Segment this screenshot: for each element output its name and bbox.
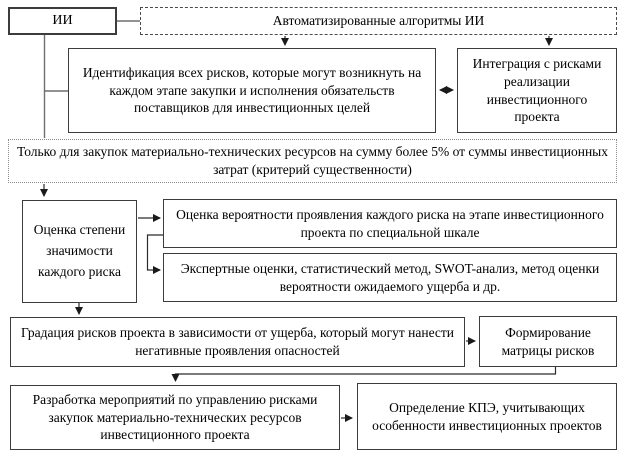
- node-measures: Разработка мероприятий по управлению рис…: [10, 385, 340, 450]
- node-kpi-label: Определение КПЭ, учитывающих особенности…: [372, 399, 602, 433]
- node-materiality: Только для закупок материально-техническ…: [8, 139, 617, 183]
- node-matrix-label: Формирование матрицы рисков: [501, 324, 595, 358]
- node-measures-label: Разработка мероприятий по управлению рис…: [32, 392, 318, 443]
- arrow-probability-to-methods: [146, 234, 163, 274]
- node-materiality-label: Только для закупок материально-техническ…: [16, 144, 608, 177]
- node-methods: Экспертные оценки, статистический метод,…: [163, 253, 617, 302]
- node-significance: Оценка степени значимости каждого риска: [22, 200, 137, 303]
- node-auto-algorithms: Автоматизированные алгоритмы ИИ: [140, 7, 617, 35]
- node-significance-label: Оценка степени значимости каждого риска: [33, 222, 126, 279]
- node-auto-algorithms-label: Автоматизированные алгоритмы ИИ: [272, 13, 485, 29]
- node-ai: ИИ: [8, 7, 117, 35]
- node-methods-label: Экспертные оценки, статистический метод,…: [180, 260, 600, 294]
- node-matrix: Формирование матрицы рисков: [479, 316, 617, 367]
- node-gradation-label: Градация рисков проекта в зависимости от…: [20, 325, 455, 358]
- node-kpi: Определение КПЭ, учитывающих особенности…: [357, 383, 617, 450]
- node-integration-label: Интеграция с рисками реализации инвестиц…: [472, 56, 602, 125]
- node-identification-label: Идентификация всех рисков, которые могут…: [82, 65, 422, 116]
- node-probability-label: Оценка вероятности проявления каждого ри…: [176, 206, 604, 240]
- arrow-matrix-to-measures: [171, 367, 557, 382]
- node-ai-label: ИИ: [52, 12, 73, 28]
- node-probability: Оценка вероятности проявления каждого ри…: [163, 199, 617, 248]
- node-integration: Интеграция с рисками реализации инвестиц…: [457, 48, 617, 133]
- node-gradation: Градация рисков проекта в зависимости от…: [10, 317, 465, 367]
- node-identification: Идентификация всех рисков, которые могут…: [68, 48, 436, 133]
